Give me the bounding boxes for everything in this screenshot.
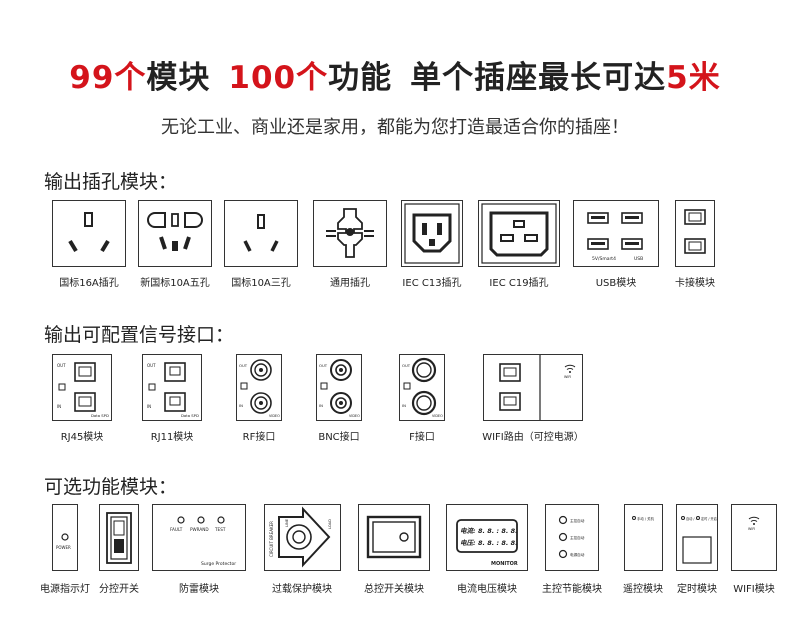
title-part: 模块 bbox=[146, 60, 211, 96]
section-heading-functions: 可选功能模块： bbox=[44, 476, 178, 498]
caption-func-4: 过载保护模块 bbox=[272, 584, 332, 595]
current-label: 电流: bbox=[460, 527, 476, 535]
signal-f: OUT IN VIDEO bbox=[399, 354, 445, 421]
section-heading-outlets: 输出插孔模块： bbox=[44, 171, 178, 193]
timer-text-1: 自动 / - bbox=[686, 516, 697, 521]
signal-rj11: OUT IN Data SPD bbox=[142, 354, 202, 421]
caption-signal-2: RJ11模块 bbox=[150, 432, 194, 443]
voltage-digits: 8. 8. : 8. 8. bbox=[478, 539, 518, 547]
func-branch-switch bbox=[99, 504, 139, 571]
caption-signal-1: RJ45模块 bbox=[60, 432, 104, 443]
caption-signal-5: F接口 bbox=[409, 432, 435, 443]
outlet-iec-c19 bbox=[478, 200, 560, 267]
signal-bnc: OUT IN VIDEO bbox=[316, 354, 362, 421]
title-part: 功能 bbox=[328, 60, 393, 96]
title-part: 100个 bbox=[228, 60, 329, 96]
port-out-text: OUT bbox=[239, 363, 248, 368]
breaker-text: CIRCUIT BREAKER bbox=[269, 521, 274, 557]
outlet-gb16a bbox=[52, 200, 126, 267]
remote-text: 手动 / 关机 bbox=[637, 516, 654, 521]
current-digits: 8. 8. : 8. 8. bbox=[478, 527, 518, 535]
signal-rj45: OUT IN Data SPD bbox=[52, 354, 112, 421]
wifi-module-text: WIFI bbox=[748, 527, 755, 531]
caption-func-7: 主控节能模块 bbox=[542, 584, 602, 595]
video-text: VIDEO bbox=[349, 414, 360, 418]
power-text: POWER bbox=[56, 545, 71, 550]
func-current-voltage: 电流: 8. 8. : 8. 8. 电压: 8. 8. : 8. 8. MONI… bbox=[446, 504, 528, 571]
func-overload-breaker: CIRCUIT BREAKER LINE LOAD bbox=[264, 504, 341, 571]
port-in-text: IN bbox=[147, 404, 151, 409]
caption-outlet-6: IEC C19插孔 bbox=[489, 278, 549, 289]
load-text: LOAD bbox=[328, 519, 332, 529]
port-out-text: OUT bbox=[57, 363, 66, 368]
video-text: VIDEO bbox=[269, 414, 280, 418]
port-in-text: IN bbox=[57, 404, 61, 409]
func-timer: 自动 / - 定时 / 开启 bbox=[676, 504, 718, 571]
port-out-text: OUT bbox=[402, 363, 411, 368]
caption-outlet-5: IEC C13插孔 bbox=[402, 278, 462, 289]
outlet-universal bbox=[313, 200, 387, 267]
timer-text-2: 定时 / 开启 bbox=[701, 516, 717, 521]
data-spd-text: Data SPD bbox=[181, 413, 199, 418]
func-main-energy: 主控自动 主控自动 电源自动 bbox=[545, 504, 599, 571]
test-text: TEST bbox=[214, 527, 226, 532]
caption-func-1: 电源指示灯 bbox=[40, 584, 90, 595]
caption-outlet-7: USB模块 bbox=[595, 278, 637, 289]
line-text: LINE bbox=[285, 518, 289, 527]
func-wifi: WIFI bbox=[731, 504, 777, 571]
title-part: 单个插座最长可达 bbox=[410, 60, 667, 96]
surge-text: Surge Protector bbox=[201, 561, 236, 567]
caption-outlet-1: 国标16A插孔 bbox=[59, 278, 119, 289]
caption-outlet-4: 通用插孔 bbox=[330, 278, 370, 289]
port-out-text: OUT bbox=[319, 363, 328, 368]
port-in-text: IN bbox=[239, 403, 243, 408]
ctrl-text-1: 主控自动 bbox=[570, 518, 585, 523]
caption-func-2: 分控开关 bbox=[99, 584, 139, 595]
port-in-text: IN bbox=[402, 403, 406, 408]
ctrl-text-3: 电源自动 bbox=[570, 552, 585, 557]
caption-signal-3: RF接口 bbox=[242, 432, 276, 443]
caption-outlet-2: 新国标10A五孔 bbox=[140, 278, 210, 289]
page-title: 99个模块 100个功能单个插座最长可达5米 bbox=[0, 52, 790, 97]
caption-func-8: 遥控模块 bbox=[623, 584, 663, 595]
signal-wifi-router: WIFI bbox=[483, 354, 583, 421]
caption-func-6: 电流电压模块 bbox=[457, 584, 517, 595]
page-subtitle: 无论工业、商业还是家用，都能为您打造最适合你的插座！ bbox=[161, 117, 629, 138]
func-master-switch bbox=[358, 504, 430, 571]
caption-outlet-8: 卡接模块 bbox=[675, 278, 715, 289]
usb-text-left: 5V/Smart4 bbox=[592, 256, 616, 262]
caption-signal-4: BNC接口 bbox=[318, 432, 360, 443]
wifi-text: WIFI bbox=[564, 375, 571, 379]
ctrl-text-2: 主控自动 bbox=[570, 535, 585, 540]
caption-func-5: 总控开关模块 bbox=[364, 584, 424, 595]
data-spd-text: Data SPD bbox=[91, 413, 109, 418]
func-remote: 手动 / 关机 bbox=[624, 504, 663, 571]
fault-text: FAULT bbox=[170, 527, 183, 532]
caption-func-10: WIFI模块 bbox=[733, 584, 775, 595]
prwand-text: PWRAND bbox=[190, 527, 209, 532]
title-part: 5米 bbox=[666, 60, 721, 96]
caption-func-9: 定时模块 bbox=[677, 584, 717, 595]
usb-text-right: USB bbox=[634, 256, 643, 262]
func-surge-protector: FAULT PWRAND TEST Surge Protector bbox=[152, 504, 246, 571]
func-power-indicator: POWER bbox=[52, 504, 78, 571]
signal-rf: OUT IN VIDEO bbox=[236, 354, 282, 421]
port-out-text: OUT bbox=[147, 363, 156, 368]
outlet-usb: 5V/Smart4 USB bbox=[573, 200, 659, 267]
title-part: 99个 bbox=[69, 60, 147, 96]
caption-outlet-3: 国标10A三孔 bbox=[231, 278, 291, 289]
voltage-label: 电压: bbox=[460, 539, 476, 547]
section-heading-signals: 输出可配置信号接口： bbox=[44, 324, 235, 346]
monitor-text: MONITOR bbox=[491, 561, 518, 567]
port-in-text: IN bbox=[319, 403, 323, 408]
outlet-keystone bbox=[675, 200, 715, 267]
outlet-gb10a-three bbox=[224, 200, 298, 267]
video-text: VIDEO bbox=[432, 414, 443, 418]
caption-func-3: 防雷模块 bbox=[179, 584, 219, 595]
outlet-new-gb10a-five bbox=[138, 200, 212, 267]
outlet-iec-c13 bbox=[401, 200, 463, 267]
caption-signal-6: WIFI路由（可控电源） bbox=[482, 432, 584, 443]
